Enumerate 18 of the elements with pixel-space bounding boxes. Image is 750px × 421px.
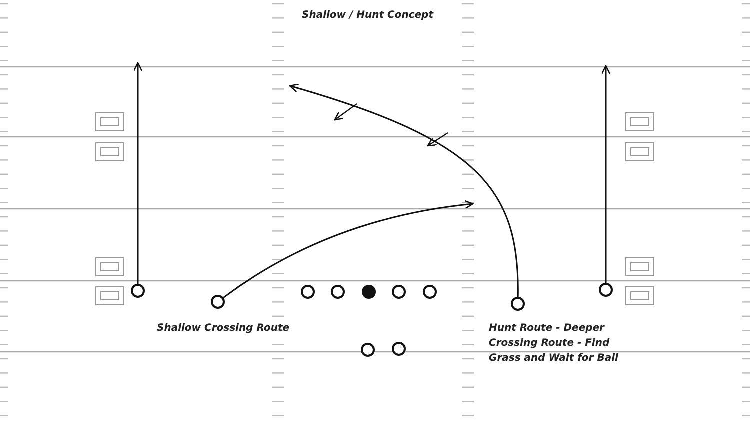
player-circle <box>599 283 613 297</box>
route-arrow <box>223 200 474 298</box>
player-circle <box>392 285 406 299</box>
player-circle <box>423 285 437 299</box>
route-caption: Shallow Crossing Route <box>157 322 290 336</box>
player-circle <box>301 285 315 299</box>
route-caption: Hunt Route - Deeper Crossing Route - Find Grass and Wait for Ball <box>489 322 620 366</box>
player-circle <box>361 343 375 357</box>
route-arrow <box>289 84 519 298</box>
route-arrow <box>133 62 143 284</box>
route-arrow <box>601 65 611 283</box>
player-circle <box>511 297 525 311</box>
diagram-title: Shallow / Hunt Concept <box>302 9 434 23</box>
player-circle <box>331 285 345 299</box>
player-circle <box>211 295 225 309</box>
player-circle <box>362 285 376 299</box>
player-circle <box>392 342 406 356</box>
player-circle <box>131 284 145 298</box>
